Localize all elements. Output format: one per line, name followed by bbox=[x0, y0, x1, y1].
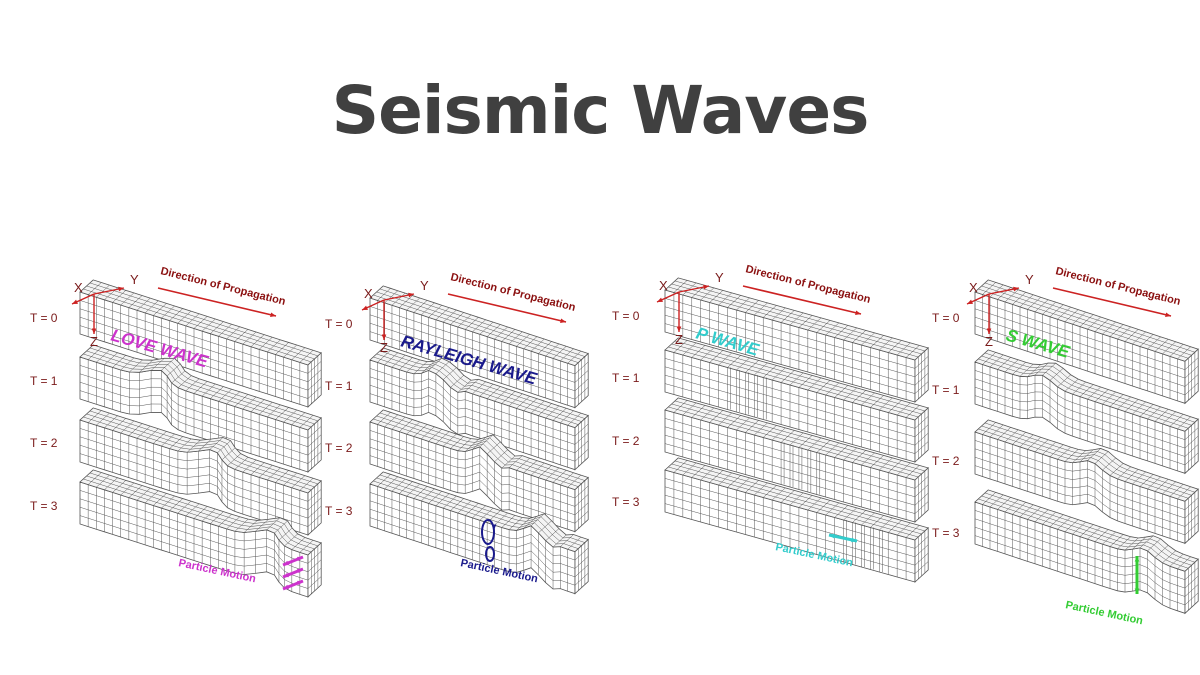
axis-label-x: X bbox=[74, 280, 83, 295]
page-title: Seismic Waves bbox=[331, 72, 870, 149]
axis-label-z: Z bbox=[675, 332, 683, 347]
time-label-t1: T = 1 bbox=[30, 374, 58, 388]
slab-grid bbox=[369, 412, 589, 530]
time-label-t2: T = 2 bbox=[30, 436, 58, 450]
slab-t1 bbox=[369, 347, 589, 471]
slab-grid bbox=[974, 492, 1199, 611]
slab-grid bbox=[974, 422, 1199, 541]
slab-t1 bbox=[79, 344, 322, 473]
double-arrow-vertical-icon bbox=[1134, 556, 1140, 594]
slab-grid bbox=[974, 282, 1199, 401]
axis-label-z: Z bbox=[90, 334, 98, 349]
slab-grid bbox=[664, 460, 929, 580]
time-label-t2: T = 2 bbox=[325, 441, 353, 455]
axis-label-z: Z bbox=[380, 340, 388, 355]
slab-t1 bbox=[664, 337, 930, 463]
z-axis-arrowhead-icon bbox=[91, 328, 97, 334]
slab-grid bbox=[664, 340, 929, 460]
slab-t2 bbox=[664, 397, 930, 523]
y-axis-arrowhead-icon bbox=[118, 286, 124, 292]
propagation-arrowhead-icon bbox=[1165, 312, 1171, 317]
propagation-arrow bbox=[1052, 287, 1172, 317]
propagation-arrowhead-icon bbox=[855, 310, 861, 315]
slab-t3 bbox=[974, 489, 1199, 615]
panel-p: T = 0 T = 1 T = 2 T = 3 X Y Z Direction of Prop… bbox=[612, 263, 930, 583]
time-label-t3: T = 3 bbox=[30, 499, 58, 513]
time-label-t3: T = 3 bbox=[325, 504, 353, 518]
axis-label-x: X bbox=[969, 280, 978, 295]
time-label-t2: T = 2 bbox=[932, 454, 960, 468]
z-axis-arrowhead-icon bbox=[676, 326, 682, 332]
time-label-t3: T = 3 bbox=[612, 495, 640, 509]
time-label-t0: T = 0 bbox=[30, 311, 58, 325]
slab-t1 bbox=[974, 349, 1199, 475]
slab-grid bbox=[79, 282, 322, 405]
slab-grid bbox=[79, 347, 322, 470]
time-label-t0: T = 0 bbox=[612, 309, 640, 323]
y-axis-arrowhead-icon bbox=[703, 284, 709, 290]
panel-s: T = 0 T = 1 T = 2 T = 3 X Y Z Direction of Prop… bbox=[932, 265, 1199, 627]
propagation-arrow bbox=[157, 287, 277, 317]
time-label-t1: T = 1 bbox=[325, 379, 353, 393]
slab-t2 bbox=[369, 409, 589, 533]
axis-label-x: X bbox=[659, 278, 668, 293]
time-label-t2: T = 2 bbox=[612, 434, 640, 448]
slab-grid bbox=[369, 350, 589, 468]
slab-t2 bbox=[974, 419, 1199, 545]
propagation-arrowhead-icon bbox=[270, 312, 276, 317]
propagation-label: Direction of Propagation bbox=[159, 265, 287, 308]
slab-grid bbox=[664, 280, 929, 400]
y-axis-arrowhead-icon bbox=[408, 292, 414, 298]
propagation-label: Direction of Propagation bbox=[1054, 265, 1182, 308]
slab-t0 bbox=[974, 279, 1199, 405]
double-arrow-horizontal-icon bbox=[282, 555, 304, 591]
z-axis-arrowhead-icon bbox=[986, 328, 992, 334]
axis-label-y: Y bbox=[1025, 272, 1034, 287]
x-axis-arrowhead-icon bbox=[657, 297, 663, 302]
time-label-t0: T = 0 bbox=[932, 311, 960, 325]
slab-t3 bbox=[79, 469, 322, 598]
time-label-t1: T = 1 bbox=[612, 371, 640, 385]
x-axis-arrowhead-icon bbox=[362, 305, 368, 310]
slab-grid bbox=[79, 410, 322, 533]
propagation-arrow bbox=[447, 293, 567, 323]
time-label-t1: T = 1 bbox=[932, 383, 960, 397]
double-arrow-axial-icon bbox=[828, 533, 858, 543]
slab-grid bbox=[974, 352, 1199, 471]
propagation-label: Direction of Propagation bbox=[449, 271, 577, 314]
slab-grid bbox=[369, 288, 589, 406]
time-label-t3: T = 3 bbox=[932, 526, 960, 540]
axis-label-z: Z bbox=[985, 334, 993, 349]
axis-label-y: Y bbox=[130, 272, 139, 287]
time-label-t0: T = 0 bbox=[325, 317, 353, 331]
axis-label-y: Y bbox=[715, 270, 724, 285]
y-axis-arrowhead-icon bbox=[1013, 286, 1019, 292]
axis-label-y: Y bbox=[420, 278, 429, 293]
slab-t3 bbox=[664, 457, 930, 583]
panel-rayleigh: T = 0 T = 1 T = 2 T = 3 X Y Z Direction of Prop… bbox=[325, 271, 589, 595]
x-axis-arrowhead-icon bbox=[967, 299, 973, 304]
slab-t0 bbox=[664, 277, 930, 403]
slab-grid bbox=[664, 400, 929, 520]
slab-t2 bbox=[79, 407, 322, 536]
slab-t0 bbox=[369, 285, 589, 409]
propagation-arrow bbox=[742, 285, 862, 315]
x-axis-arrowhead-icon bbox=[72, 299, 78, 304]
propagation-label: Direction of Propagation bbox=[744, 263, 872, 306]
slab-t0 bbox=[79, 279, 322, 408]
z-axis-arrowhead-icon bbox=[381, 334, 387, 340]
panel-love: T = 0 T = 1 T = 2 T = 3 X Y Z Direction of Prop… bbox=[30, 265, 322, 598]
particle-motion-label: Particle Motion bbox=[1064, 599, 1144, 627]
propagation-arrowhead-icon bbox=[560, 318, 566, 323]
slab-grid bbox=[79, 472, 322, 595]
elliptical-rotation-icon bbox=[481, 519, 497, 562]
axis-label-x: X bbox=[364, 286, 373, 301]
